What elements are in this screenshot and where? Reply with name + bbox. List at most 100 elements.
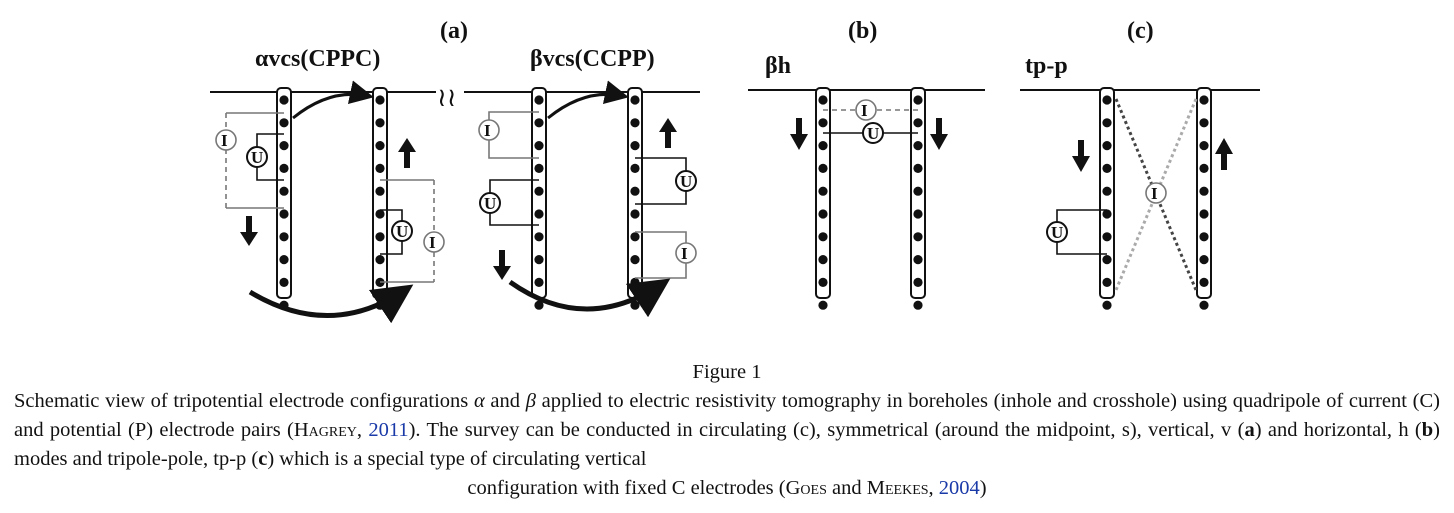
alpha-top-curved-arrow <box>292 80 374 120</box>
electrode <box>375 118 385 128</box>
electrode <box>375 141 385 151</box>
config-label-tp-p: tp-p <box>1025 53 1068 79</box>
electrode <box>1199 141 1209 151</box>
electrode <box>534 209 544 219</box>
electrode <box>375 95 385 105</box>
electrode <box>375 209 385 219</box>
ref-goes-meekes-2004-link[interactable]: 2004 <box>938 477 980 499</box>
panel-label-a: (a) <box>440 18 468 44</box>
alpha-current-meter-2: I <box>423 231 445 253</box>
electrode <box>534 163 544 173</box>
electrode <box>1102 277 1112 287</box>
electrode <box>1102 300 1112 310</box>
beta-potential-loop <box>489 157 687 226</box>
borehole-beta-h-left <box>815 87 831 310</box>
boreholes <box>276 87 1212 310</box>
alpha-current-loop <box>225 112 435 283</box>
panel-label-b: (b) <box>848 18 877 44</box>
config-label-beta-vcs: βvcs(CCPP) <box>530 46 655 72</box>
electrode <box>1102 163 1112 173</box>
electrode <box>279 255 289 265</box>
tp-p-arrow-down <box>1072 140 1090 172</box>
electrode <box>630 255 640 265</box>
borehole-tp-p-right <box>1196 87 1212 310</box>
electrode <box>913 186 923 196</box>
svg-text:I: I <box>484 121 491 140</box>
electrode <box>1102 95 1112 105</box>
electrode <box>818 209 828 219</box>
svg-text:I: I <box>1151 184 1158 203</box>
figure-caption: Figure 1 Schematic view of tripotential … <box>14 358 1440 503</box>
beta-current-meter-1: I <box>478 119 500 141</box>
electrode <box>534 300 544 310</box>
alpha-potential-meter-2: U <box>391 220 413 242</box>
tp-p-current-meter: I <box>1145 182 1167 204</box>
electrode <box>534 95 544 105</box>
electrode <box>1102 118 1112 128</box>
electrode <box>375 232 385 242</box>
caption-last-line: configuration with fixed C electrodes (G… <box>467 477 987 499</box>
caption-body: Schematic view of tripotential electrode… <box>14 390 1440 470</box>
electrode <box>534 255 544 265</box>
beta-potential-meter-1: U <box>479 192 501 214</box>
electrode <box>630 163 640 173</box>
electrode <box>534 141 544 151</box>
electrode <box>913 95 923 105</box>
borehole-beta-right <box>627 87 643 310</box>
ref-hagrey-2011-link[interactable]: 2011 <box>368 419 409 441</box>
beta-top-curved-arrow <box>547 80 629 120</box>
electrode <box>534 232 544 242</box>
electrode <box>913 209 923 219</box>
beta-h-current-meter: I <box>855 99 877 121</box>
svg-text:I: I <box>221 131 228 150</box>
electrode <box>279 118 289 128</box>
alpha-potential-meter-1: U <box>246 146 268 168</box>
electrode <box>1199 95 1209 105</box>
borehole-beta-h-right <box>910 87 926 310</box>
svg-text:U: U <box>484 194 496 213</box>
electrode <box>818 277 828 287</box>
electrode <box>1199 232 1209 242</box>
svg-text:I: I <box>429 233 436 252</box>
electrode <box>1199 209 1209 219</box>
panel-label-c: (c) <box>1127 18 1154 44</box>
electrode <box>1199 163 1209 173</box>
electrode <box>913 277 923 287</box>
svg-text:U: U <box>867 124 879 143</box>
electrode <box>913 118 923 128</box>
electrode <box>818 186 828 196</box>
electrode <box>375 163 385 173</box>
electrode <box>534 118 544 128</box>
config-label-beta-h: βh <box>765 53 791 79</box>
electrode <box>630 141 640 151</box>
electrode <box>913 163 923 173</box>
electrode <box>279 186 289 196</box>
beta-bottom-curved-arrow <box>508 278 671 318</box>
alpha-bottom-curved-arrow <box>248 284 414 324</box>
electrode <box>630 277 640 287</box>
electrode <box>913 141 923 151</box>
beta-h-arrow-down-left <box>790 118 808 150</box>
electrode <box>818 95 828 105</box>
electrode <box>534 277 544 287</box>
electrode <box>1102 209 1112 219</box>
electrode <box>913 255 923 265</box>
beta-current-meter-2: I <box>675 242 697 264</box>
electrode <box>818 255 828 265</box>
electrode <box>630 186 640 196</box>
svg-text:U: U <box>680 172 692 191</box>
electrode <box>1102 141 1112 151</box>
beta-arrow-down <box>493 250 511 280</box>
tp-p-potential-meter: U <box>1046 221 1068 243</box>
svg-text:U: U <box>396 222 408 241</box>
electrode <box>279 141 289 151</box>
electrode <box>1199 255 1209 265</box>
svg-text:U: U <box>251 148 263 167</box>
beta-arrow-up <box>659 118 677 148</box>
alpha-arrow-down <box>240 216 258 246</box>
svg-text:I: I <box>681 244 688 263</box>
electrode <box>534 186 544 196</box>
electrode <box>630 232 640 242</box>
electrode <box>279 209 289 219</box>
axis-break-symbol: ≀≀ <box>437 83 457 113</box>
